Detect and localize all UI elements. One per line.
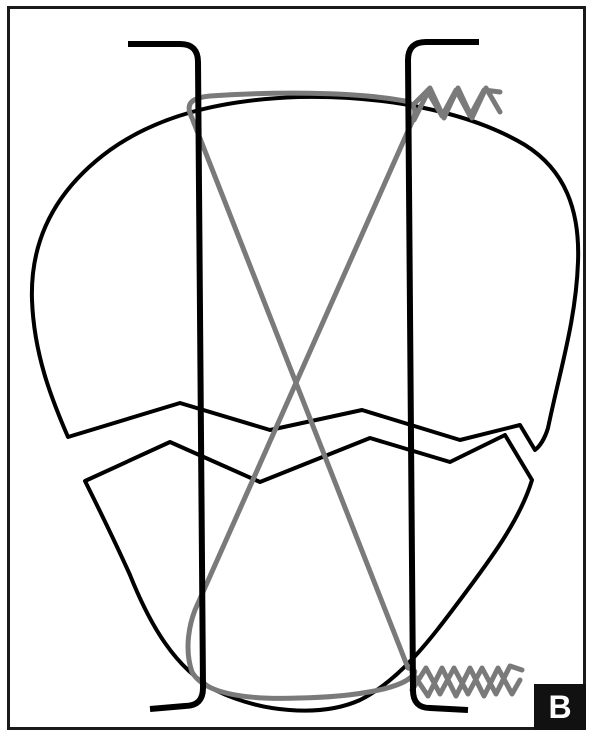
suture-figure-eight-loop <box>188 93 415 698</box>
right-bracket-wire <box>408 42 479 710</box>
lower-fragment-outline <box>85 435 532 711</box>
upper-fragment-outline <box>32 97 578 450</box>
panel-label-b: B <box>534 684 586 730</box>
left-bracket-wire <box>128 44 203 709</box>
bottom-knot <box>412 666 522 696</box>
